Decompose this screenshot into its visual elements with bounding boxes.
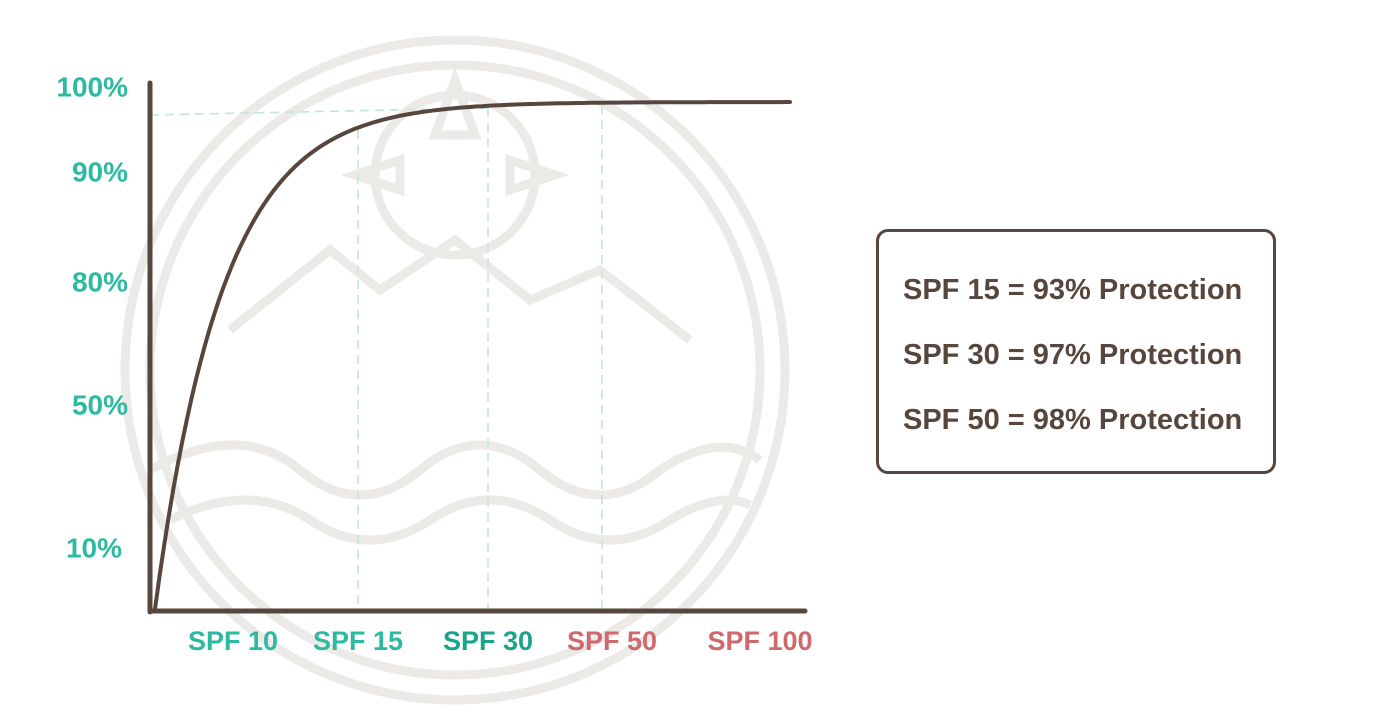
y-tick-label: 50%: [72, 389, 128, 420]
y-tick-label: 100%: [56, 71, 128, 102]
x-tick-label: SPF 50: [567, 626, 657, 656]
info-line-spf15: SPF 15 = 93% Protection: [903, 274, 1243, 306]
x-tick-label: SPF 10: [188, 626, 278, 656]
protection-curve: [153, 100, 792, 611]
x-tick-label: SPF 100: [707, 626, 812, 656]
protection-info-box: SPF 15 = 93% Protection SPF 30 = 97% Pro…: [876, 229, 1276, 474]
guide-100-horizontal: [149, 107, 489, 116]
y-tick-labels: 100% 90% 80% 50% 10%: [56, 71, 128, 563]
y-tick-label: 10%: [66, 532, 122, 563]
x-tick-labels: SPF 10 SPF 15 SPF 30 SPF 50 SPF 100: [188, 626, 813, 656]
guide-lines: [149, 105, 603, 610]
watermark-emblem-icon: [120, 35, 790, 705]
info-line-spf50: SPF 50 = 98% Protection: [903, 404, 1243, 436]
y-tick-label: 80%: [72, 266, 128, 297]
x-tick-label: SPF 30: [443, 626, 533, 656]
x-tick-label: SPF 15: [313, 626, 403, 656]
y-tick-label: 90%: [72, 156, 128, 187]
info-line-spf30: SPF 30 = 97% Protection: [903, 339, 1243, 371]
